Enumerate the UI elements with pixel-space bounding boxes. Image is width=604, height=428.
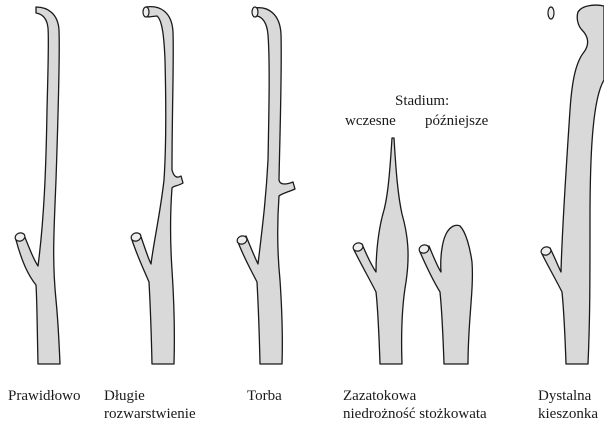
vessel-sinus-early — [352, 138, 408, 364]
long-dissection-duct — [132, 7, 183, 364]
vessel-distal-pocket — [540, 5, 604, 364]
vessel-sinus-later — [418, 225, 472, 364]
label-sinus-2: niedrożność stożkowata — [343, 406, 487, 422]
stage-early-label: wczesne — [345, 113, 396, 129]
label-normal: Prawidłowo — [8, 388, 81, 404]
long-dissection-top-tip — [143, 7, 149, 17]
label-sinus-1: Zazatokowa — [343, 388, 416, 404]
label-distal-2: kieszonka — [538, 406, 598, 422]
label-long-dissection-1: Długie — [104, 388, 145, 404]
vessel-normal — [14, 7, 60, 364]
label-distal-1: Dystalna — [538, 388, 591, 404]
stage-later-label: późniejsze — [425, 113, 488, 129]
stage-title: Stadium: — [395, 93, 449, 109]
label-pouch: Torba — [247, 388, 282, 404]
pouch-duct — [238, 8, 295, 364]
vessel-pouch — [236, 7, 295, 364]
normal-main-duct — [16, 7, 60, 364]
pouch-top-tip — [252, 7, 258, 17]
vessel-long-dissection — [130, 7, 183, 364]
distal-pocket-duct — [542, 5, 604, 364]
sinus-early-duct — [354, 138, 408, 364]
label-long-dissection-2: rozwarstwienie — [104, 406, 196, 422]
distal-pocket-top-tip — [548, 7, 554, 19]
